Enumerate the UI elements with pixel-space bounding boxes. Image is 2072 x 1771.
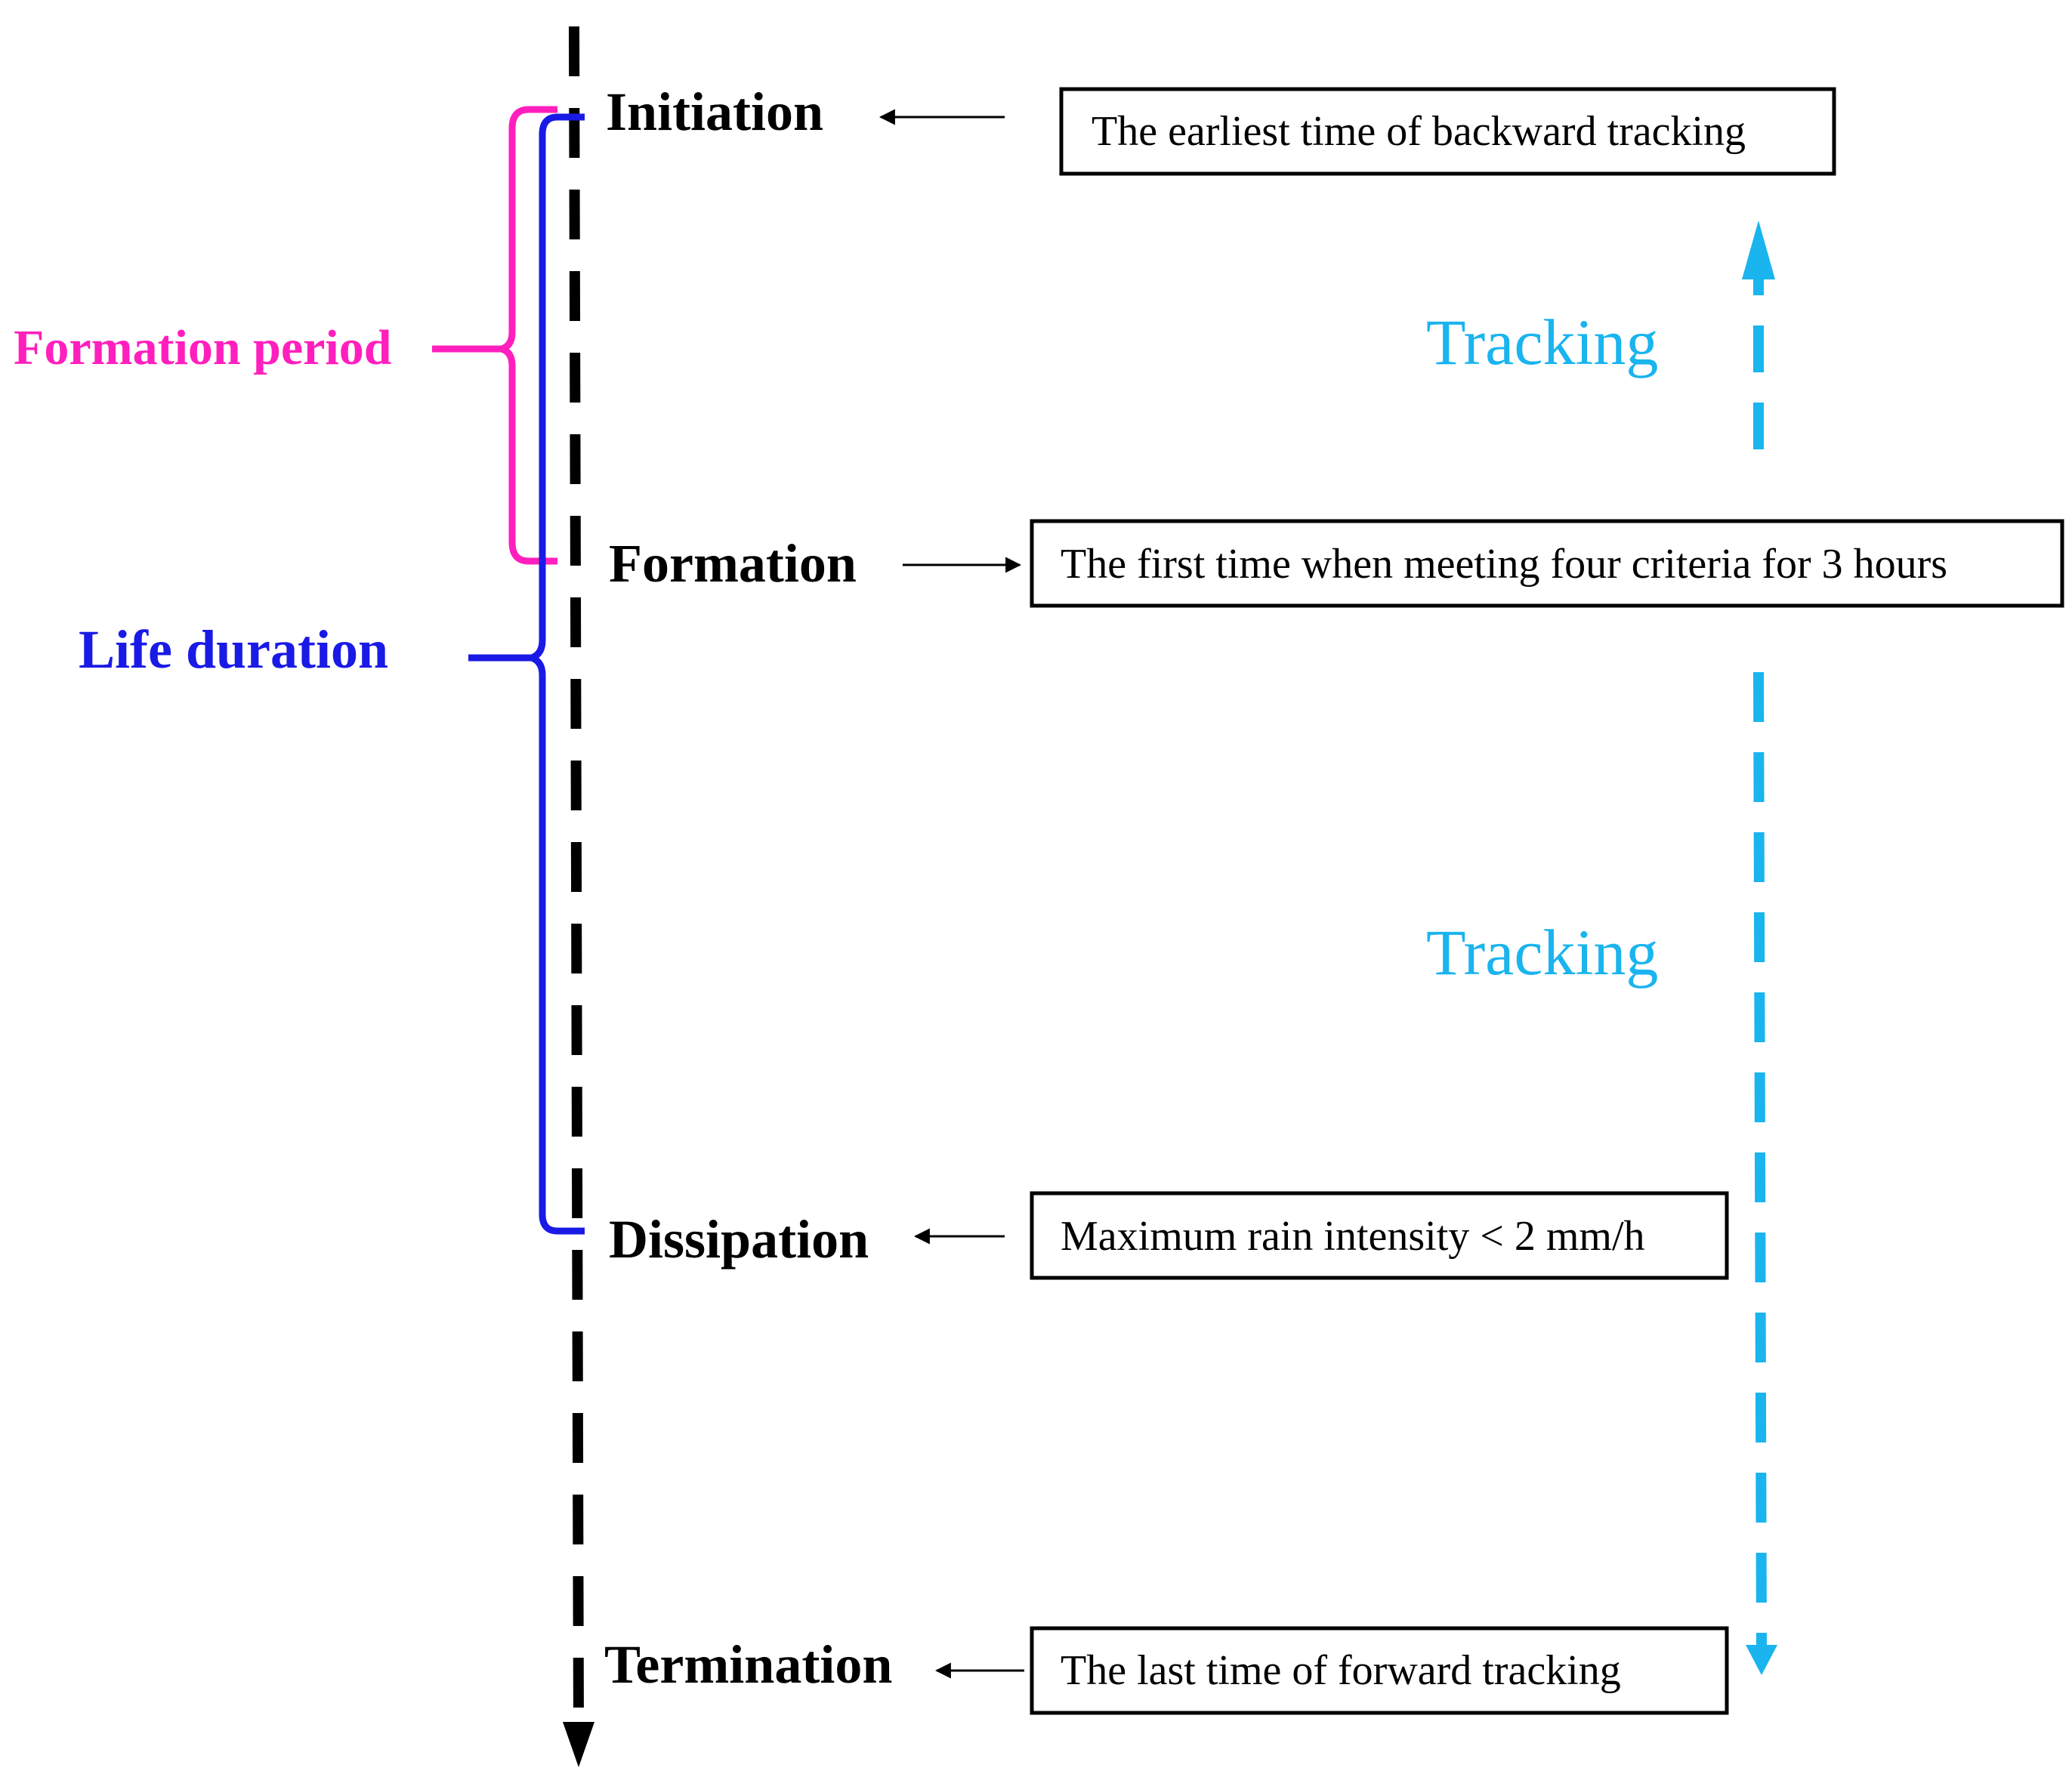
- formation-period-bracket: Formation period: [14, 106, 557, 565]
- formation-description: The first time when meeting four criteri…: [1061, 541, 1947, 588]
- forward-tracking-dashed-line: [1753, 671, 1767, 1647]
- stage-initiation: Initiation The earliest time of backward…: [606, 82, 1836, 176]
- initiation-description: The earliest time of backward tracking: [1092, 108, 1746, 155]
- life-duration-bracket: Life duration: [79, 113, 585, 1235]
- life-duration-label: Life duration: [79, 619, 388, 680]
- formation-description-box: [1030, 519, 2064, 608]
- timeline: [563, 26, 594, 1767]
- forward-tracking-arrowhead: [1746, 1645, 1777, 1675]
- backward-tracking: Tracking: [1426, 221, 1775, 449]
- termination-description-box: [1030, 1626, 1729, 1715]
- stage-label-initiation: Initiation: [606, 82, 823, 142]
- stage-label-dissipation: Dissipation: [609, 1209, 869, 1270]
- stage-dissipation: Dissipation Maximum rain intensity < 2 m…: [609, 1191, 1729, 1280]
- forward-tracking: Tracking: [1426, 671, 1777, 1675]
- dissipation-description-box: [1030, 1191, 1729, 1280]
- timeline-dashed-axis: [569, 26, 584, 1730]
- initiation-description-box: [1059, 87, 1836, 176]
- formation-period-brace: [489, 106, 557, 565]
- dissipation-description: Maximum rain intensity < 2 mm/h: [1061, 1213, 1645, 1260]
- stage-label-formation: Formation: [609, 533, 857, 594]
- formation-period-label: Formation period: [14, 320, 391, 375]
- stage-formation: Formation The first time when meeting fo…: [609, 519, 2064, 608]
- forward-tracking-label: Tracking: [1426, 916, 1658, 989]
- timeline-arrowhead: [563, 1722, 594, 1767]
- stage-termination: Termination The last time of forward tra…: [604, 1626, 1729, 1715]
- termination-description: The last time of forward tracking: [1061, 1647, 1621, 1694]
- backward-tracking-label: Tracking: [1426, 306, 1658, 378]
- stage-label-termination: Termination: [604, 1634, 892, 1695]
- backward-tracking-arrowhead: [1742, 221, 1775, 279]
